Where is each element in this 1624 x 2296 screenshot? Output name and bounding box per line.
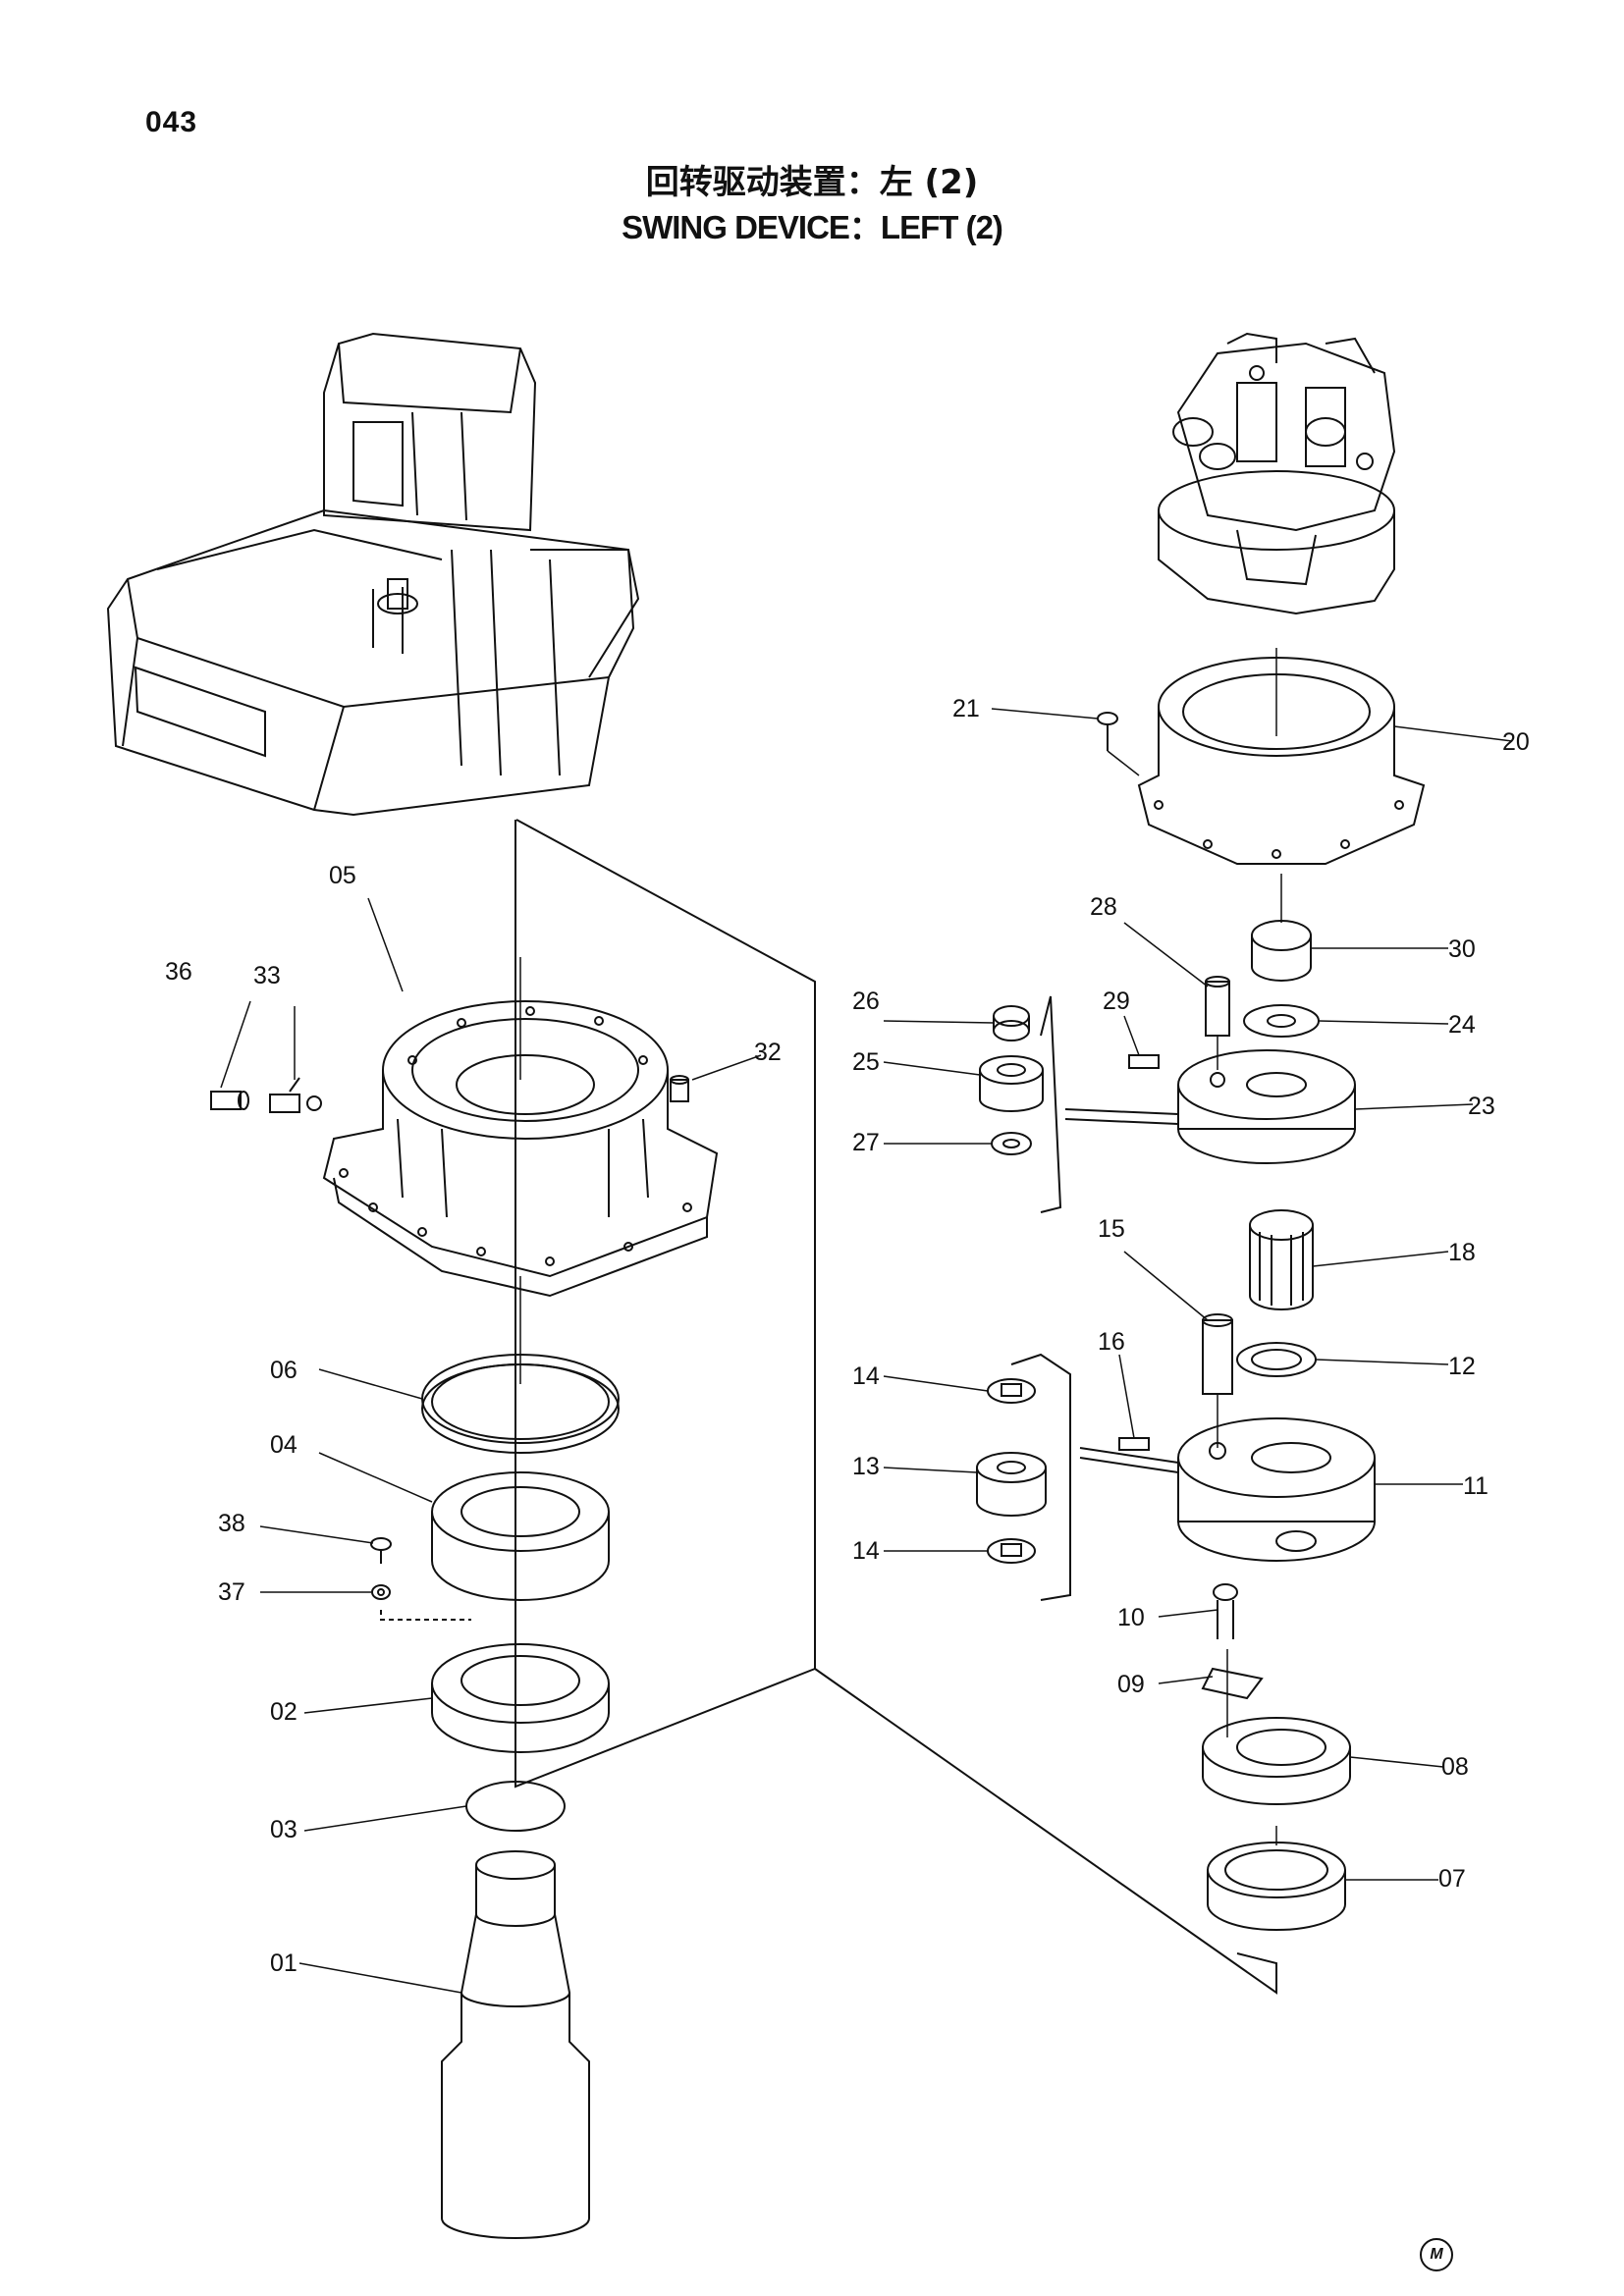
callout-10: 10 [1117,1604,1145,1631]
part-27-bearing [991,1132,1032,1155]
callout-04: 04 [270,1431,298,1459]
callout-28: 28 [1090,893,1117,921]
part-16-pin [1118,1437,1150,1451]
part-23-carrier [1177,1049,1356,1164]
page-number: 043 [145,106,198,138]
callout-25: 25 [852,1048,880,1076]
callout-03: 03 [270,1816,298,1843]
shaft-leader-upper [1064,1108,1179,1125]
part-25-planet-gear [979,1055,1044,1112]
part-32-plug [670,1075,689,1102]
dashed-leader [380,1610,471,1621]
callout-12: 12 [1448,1353,1476,1380]
title-chinese: 回转驱动装置：左 (2) [645,163,979,202]
part-10-bolt [1213,1583,1238,1639]
callout-15: 15 [1098,1215,1125,1243]
callout-labels: 05 36 33 32 06 04 38 37 02 03 01 21 20 2… [165,695,1530,1977]
callout-18: 18 [1448,1239,1476,1266]
part-36-fitting [210,1091,249,1110]
part-29-pin [1128,1054,1160,1069]
callout-13: 13 [852,1453,880,1480]
part-33-valve [269,1077,322,1113]
part-14-thrust-washer-lower [987,1538,1036,1564]
part-11-carrier [1177,1417,1376,1562]
part-20-flange [1137,657,1426,865]
part-14-thrust-washer-upper [987,1378,1036,1404]
leader-lines [220,708,1513,1994]
part-30-sun-gear [1251,920,1312,982]
callout-06: 06 [270,1357,298,1384]
part-04-seal [431,1471,610,1601]
callout-27: 27 [852,1129,880,1156]
callout-16: 16 [1098,1328,1125,1356]
part-12-thrust-washer [1236,1342,1317,1377]
shaft-leader-lower [1079,1447,1179,1473]
part-15-pin [1202,1313,1233,1395]
part-24-thrust-washer [1243,1004,1320,1038]
callout-33: 33 [253,962,281,989]
part-38-screw [370,1537,392,1564]
callout-24: 24 [1448,1011,1476,1039]
callout-11: 11 [1463,1472,1489,1500]
part-13-planet-gear [976,1452,1047,1517]
part-18-sun-gear [1249,1209,1314,1310]
callout-14-lower: 14 [852,1537,880,1565]
swing-motor-illustration [1158,332,1396,615]
callout-20: 20 [1502,728,1530,756]
part-07-bearing [1207,1842,1346,1931]
callout-30: 30 [1448,935,1476,963]
manufacturer-mark: M [1420,2238,1453,2271]
part-03-disc [465,1781,566,1832]
part-05-housing [322,1000,719,1298]
callout-05: 05 [329,862,356,889]
callout-26: 26 [852,988,880,1015]
title-english: SWING DEVICE：LEFT (2) [622,209,1003,245]
callout-14-upper: 14 [852,1362,880,1390]
callout-29: 29 [1103,988,1130,1015]
excavator-illustration [106,332,640,817]
part-28-pin [1205,976,1230,1037]
assembly-boundary-lines [514,819,1277,1995]
callout-08: 08 [1441,1753,1469,1781]
part-01-shaft [441,1850,590,2239]
part-21-bolt [1097,712,1118,751]
part-37-washer [371,1584,391,1600]
callout-37: 37 [218,1578,245,1606]
callout-09: 09 [1117,1671,1145,1698]
bracket-upper [1040,995,1062,1213]
callout-07: 07 [1438,1865,1466,1893]
part-26-bearing [993,1005,1030,1041]
callout-23: 23 [1468,1093,1495,1120]
part-08-cover [1202,1717,1351,1805]
callout-38: 38 [218,1510,245,1537]
callout-02: 02 [270,1698,298,1726]
callout-36: 36 [165,958,192,986]
center-lines [519,648,1282,1845]
part-09-lock-plate [1201,1667,1264,1700]
part-02-cover [431,1643,610,1753]
callout-32: 32 [754,1039,782,1066]
bracket-lower [1010,1353,1071,1601]
callout-01: 01 [270,1949,298,1977]
callout-21: 21 [952,695,980,722]
